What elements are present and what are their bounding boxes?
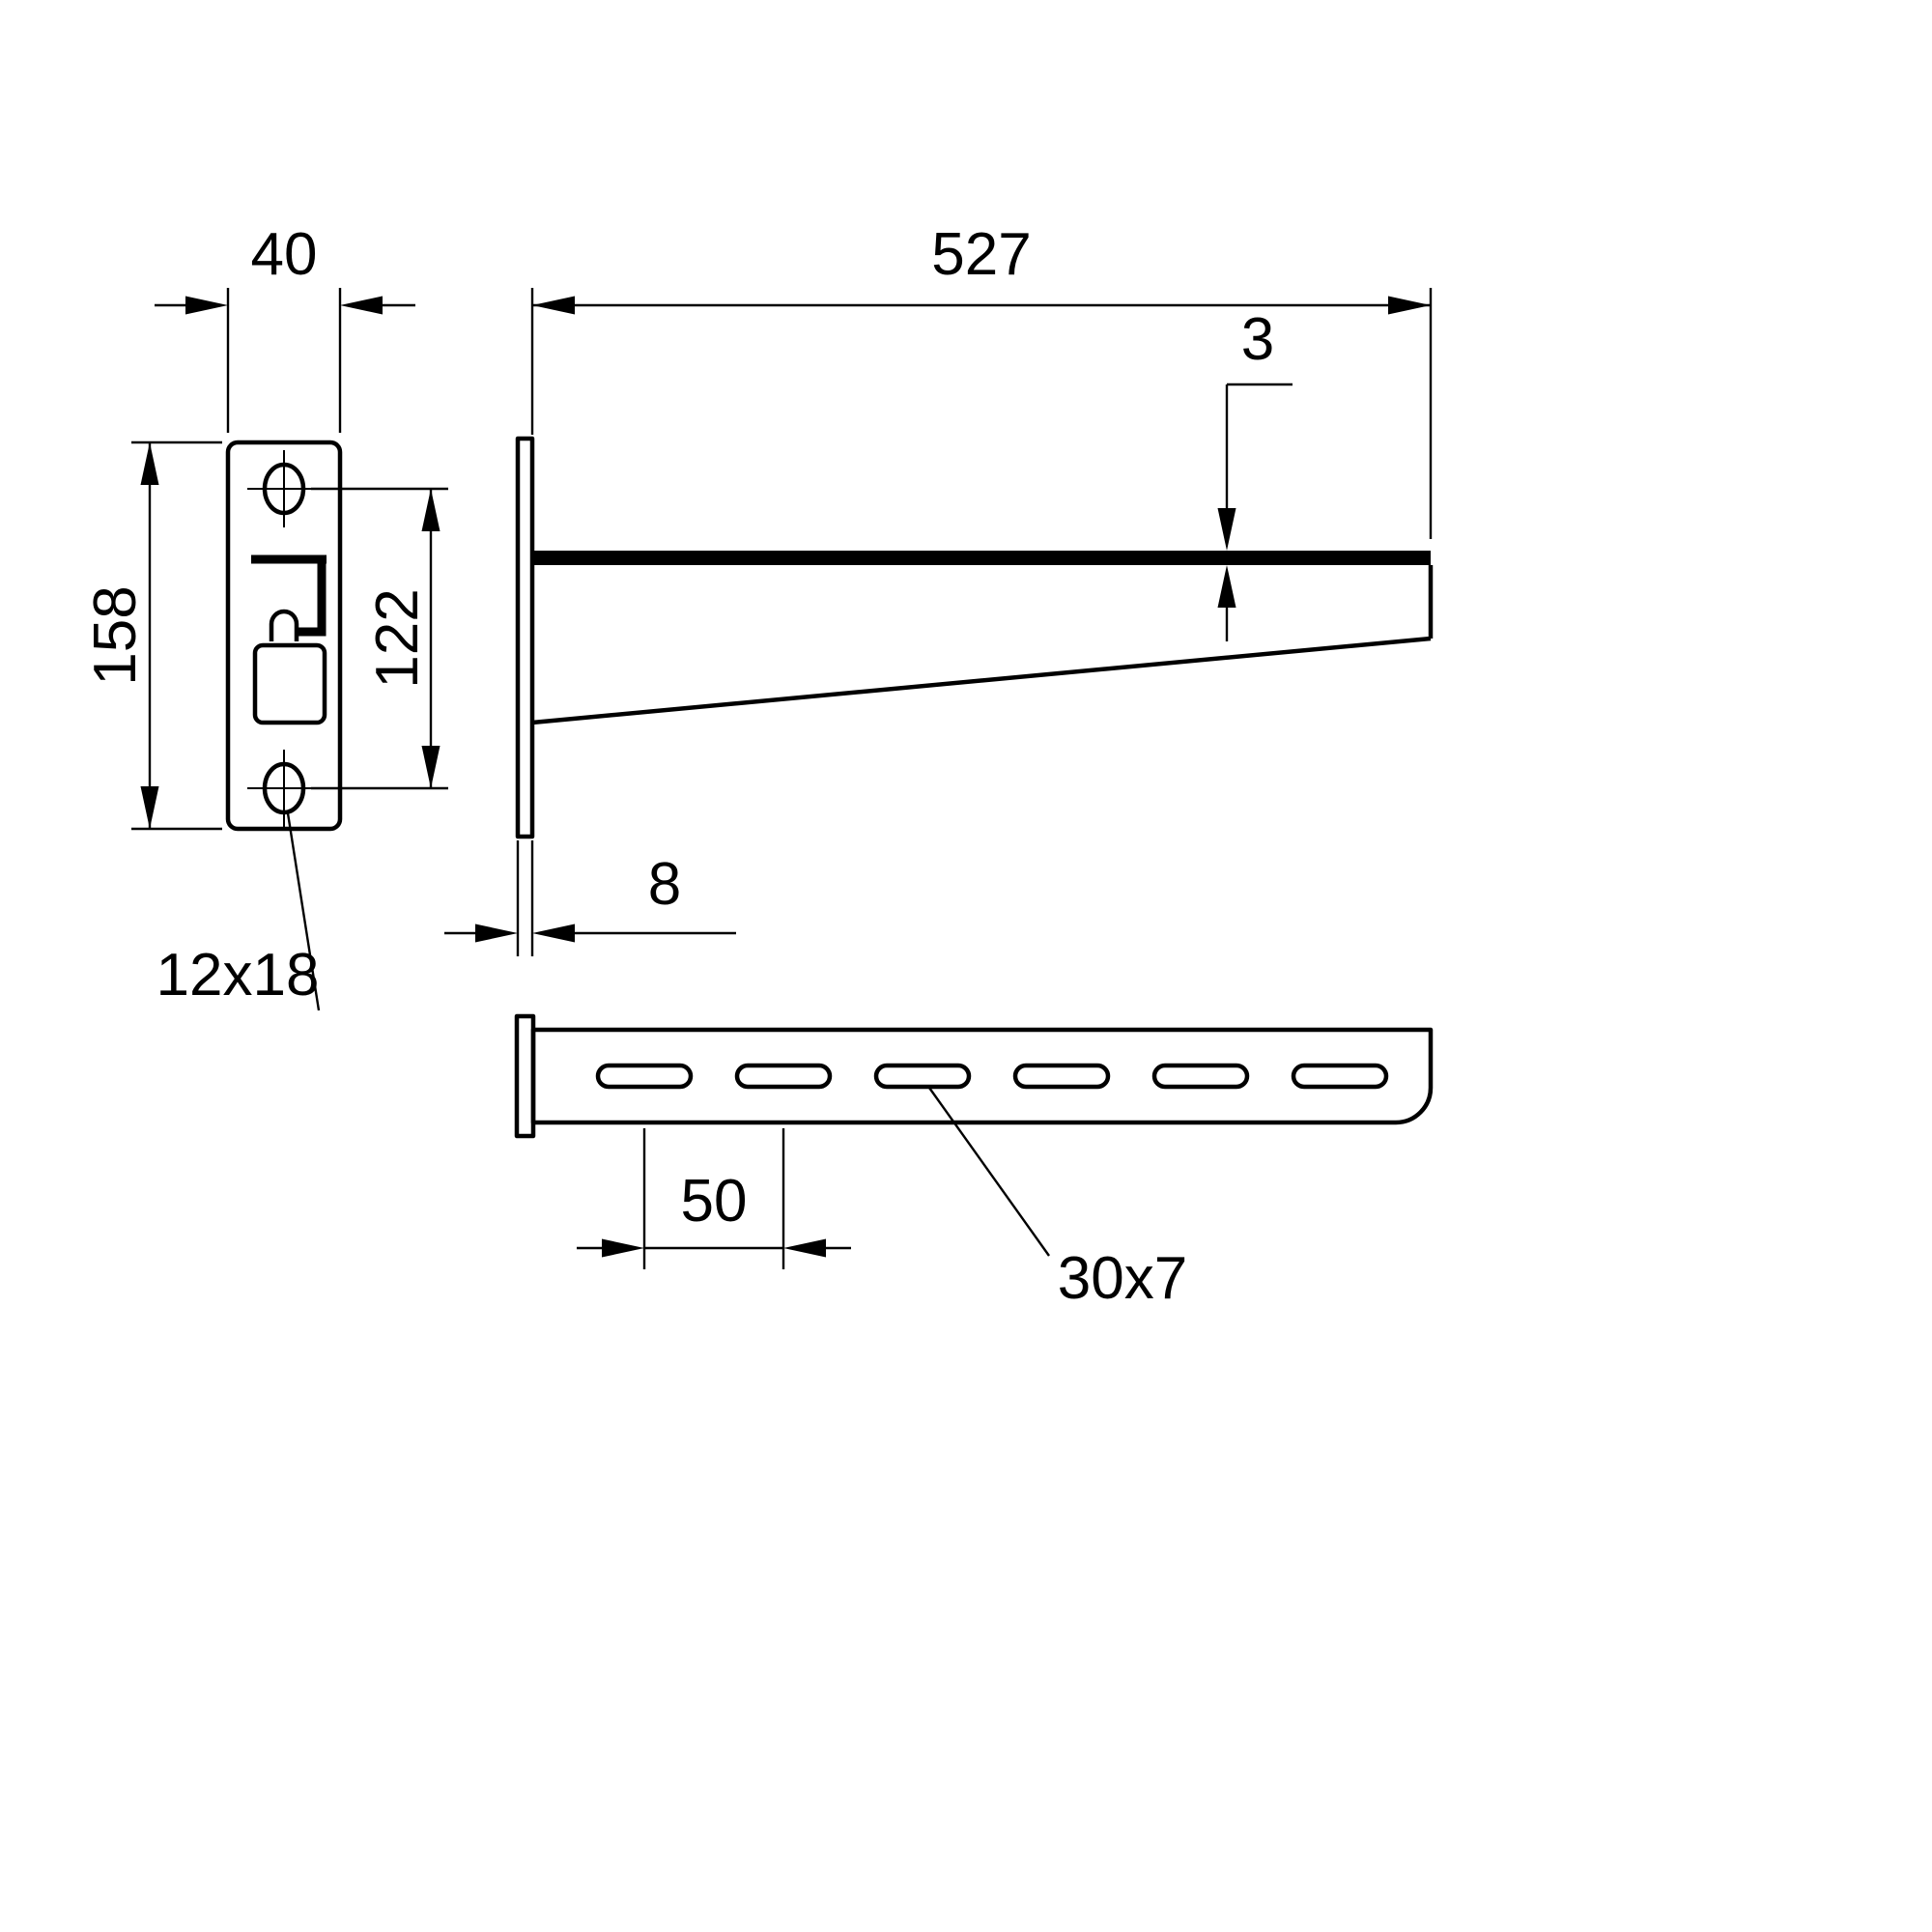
dim-label-width: 40 [251, 221, 318, 288]
arrowhead [1217, 508, 1236, 551]
callout-label-hole-size: 12x18 [156, 942, 320, 1009]
arrowhead [421, 489, 440, 531]
arrowhead [532, 923, 575, 943]
arrowhead [340, 296, 383, 315]
wall-plate-top-edge [514, 1013, 536, 1139]
arrowhead [1217, 565, 1236, 608]
slot-hole [734, 1063, 833, 1090]
slot-hole [1291, 1063, 1389, 1090]
leader-line [928, 1087, 1050, 1257]
leader-line [286, 812, 321, 1011]
arm-bottom-taper-edge [531, 636, 1432, 725]
dim-label-hole-spacing: 122 [364, 588, 431, 688]
top-view: 50 30x7 [514, 1013, 1434, 1312]
arrowhead [602, 1238, 644, 1258]
arrowhead [783, 1238, 826, 1258]
arm-profile-section [251, 554, 327, 725]
dim-label-height: 158 [82, 585, 149, 685]
dim-label-slot-pitch: 50 [681, 1168, 748, 1235]
dim-arm-length: 527 [530, 221, 1433, 539]
dim-front-height: 158 [82, 440, 222, 831]
arrowhead [475, 923, 518, 943]
dim-plate-thickness: 8 [444, 840, 736, 956]
arrowhead [185, 296, 228, 315]
slot-holes-row [595, 1063, 1389, 1090]
front-plate-outline [225, 440, 343, 832]
dim-slot-pitch: 50 [577, 1128, 851, 1269]
bottom-slot-hole [247, 750, 321, 827]
arrowhead [140, 442, 159, 485]
dim-flange-thickness: 3 [1217, 306, 1293, 641]
arrowhead [532, 296, 575, 315]
profile-lower-box [252, 642, 327, 725]
slot-hole [595, 1063, 694, 1090]
arm-top-outline [530, 1027, 1434, 1125]
callout-hole-size: 12x18 [156, 812, 321, 1011]
slot-hole [1151, 1063, 1250, 1090]
top-slot-hole [247, 450, 321, 527]
dim-front-width: 40 [155, 221, 415, 433]
side-view: 527 3 8 [444, 221, 1434, 956]
dim-label-flange-thickness: 3 [1241, 306, 1274, 373]
arrowhead [1388, 296, 1431, 315]
profile-l-edge [296, 559, 327, 637]
arrowhead [140, 786, 159, 829]
slot-hole [873, 1063, 972, 1090]
arrowhead [421, 746, 440, 788]
dim-label-arm-length: 527 [931, 221, 1031, 288]
profile-hook [269, 609, 299, 641]
slot-hole [1012, 1063, 1111, 1090]
dim-hole-spacing: 122 [311, 487, 448, 790]
callout-label-slot-size: 30x7 [1058, 1245, 1187, 1312]
dim-label-plate-thickness: 8 [648, 851, 681, 918]
wall-plate-edge [515, 436, 535, 839]
arm-top-flange [532, 551, 1431, 565]
callout-slot-size: 30x7 [928, 1087, 1187, 1312]
front-view: 40 158 122 12x18 [82, 221, 448, 1011]
